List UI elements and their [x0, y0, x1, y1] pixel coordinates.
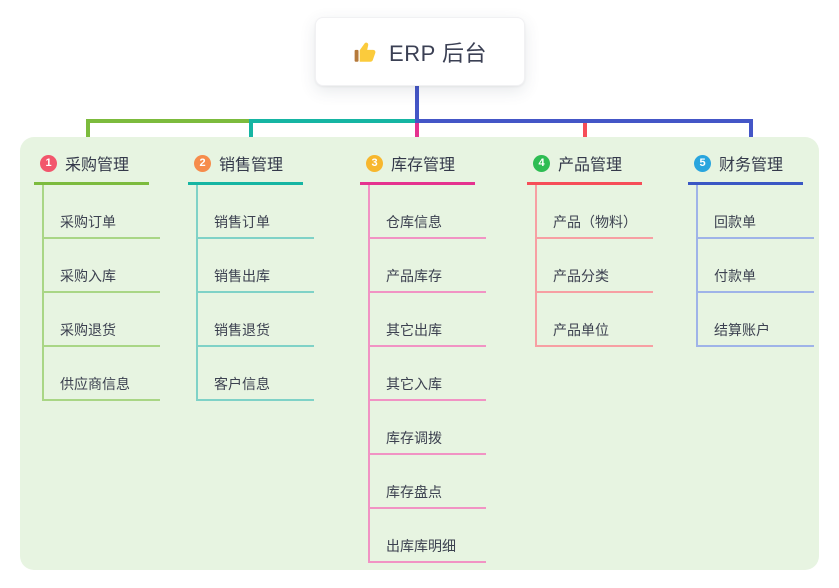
connector-drop-purchase	[86, 119, 90, 147]
node-item[interactable]: 产品库存	[368, 239, 486, 293]
branch-children: 仓库信息 产品库存 其它出库 其它入库 库存调拨 库存盘点 出库库明细	[368, 185, 486, 563]
branch-children: 回款单 付款单 结算账户	[696, 185, 814, 347]
root-node[interactable]: ERP 后台	[315, 17, 525, 86]
branch-children: 销售订单 销售出库 销售退货 客户信息	[196, 185, 314, 401]
branch-purchase: 1 采购管理 采购订单 采购入库 采购退货 供应商信息	[34, 137, 160, 401]
root-title: ERP 后台	[389, 40, 487, 66]
branch-title: 产品管理	[558, 157, 623, 174]
branch-children: 产品（物料） 产品分类 产品单位	[535, 185, 653, 347]
node-item[interactable]: 库存调拨	[368, 401, 486, 455]
branch-header-product[interactable]: 4 产品管理	[527, 137, 643, 185]
branch-product: 4 产品管理 产品（物料） 产品分类 产品单位	[527, 137, 653, 347]
branch-number-badge: 1	[40, 154, 57, 172]
connector-drop-inventory	[415, 123, 419, 147]
node-item[interactable]: 仓库信息	[368, 185, 486, 239]
connector-bus-middle	[249, 119, 417, 123]
node-item[interactable]: 供应商信息	[42, 347, 160, 401]
branch-header-inventory[interactable]: 3 库存管理	[360, 137, 476, 185]
node-item[interactable]: 产品分类	[535, 239, 653, 293]
thumbs-up-icon	[353, 39, 379, 65]
branch-header-finance[interactable]: 5 财务管理	[688, 137, 804, 185]
node-item[interactable]: 产品（物料）	[535, 185, 653, 239]
node-item[interactable]: 付款单	[696, 239, 814, 293]
node-item[interactable]: 产品单位	[535, 293, 653, 347]
branch-sales: 2 销售管理 销售订单 销售出库 销售退货 客户信息	[188, 137, 314, 401]
branch-header-purchase[interactable]: 1 采购管理	[34, 137, 150, 185]
node-item[interactable]: 其它出库	[368, 293, 486, 347]
node-item[interactable]: 销售退货	[196, 293, 314, 347]
connector-bus-right	[415, 119, 753, 123]
node-item[interactable]: 其它入库	[368, 347, 486, 401]
node-item[interactable]: 采购退货	[42, 293, 160, 347]
node-item[interactable]: 结算账户	[696, 293, 814, 347]
branch-title: 财务管理	[719, 157, 784, 174]
branch-finance: 5 财务管理 回款单 付款单 结算账户	[688, 137, 814, 347]
connector-drop-sales	[249, 121, 253, 147]
node-item[interactable]: 采购入库	[42, 239, 160, 293]
branch-number-badge: 3	[366, 154, 383, 172]
branches-panel: 1 采购管理 采购订单 采购入库 采购退货 供应商信息 2 销售管理 销售订单 …	[20, 137, 819, 570]
branch-title: 销售管理	[219, 157, 284, 174]
branch-title: 库存管理	[391, 157, 456, 174]
node-item[interactable]: 回款单	[696, 185, 814, 239]
connector-root-stem	[415, 84, 419, 122]
connector-bus-left	[86, 119, 251, 123]
branch-inventory: 3 库存管理 仓库信息 产品库存 其它出库 其它入库 库存调拨 库存盘点 出库库…	[360, 137, 486, 563]
branch-number-badge: 4	[533, 154, 550, 172]
branch-header-sales[interactable]: 2 销售管理	[188, 137, 304, 185]
branch-number-badge: 2	[194, 154, 211, 172]
connector-drop-product	[583, 121, 587, 147]
branch-children: 采购订单 采购入库 采购退货 供应商信息	[42, 185, 160, 401]
connector-drop-finance	[749, 119, 753, 147]
node-item[interactable]: 采购订单	[42, 185, 160, 239]
node-item[interactable]: 销售出库	[196, 239, 314, 293]
node-item[interactable]: 销售订单	[196, 185, 314, 239]
node-item[interactable]: 客户信息	[196, 347, 314, 401]
branch-title: 采购管理	[65, 157, 130, 174]
branch-number-badge: 5	[694, 154, 711, 172]
node-item[interactable]: 库存盘点	[368, 455, 486, 509]
node-item[interactable]: 出库库明细	[368, 509, 486, 563]
